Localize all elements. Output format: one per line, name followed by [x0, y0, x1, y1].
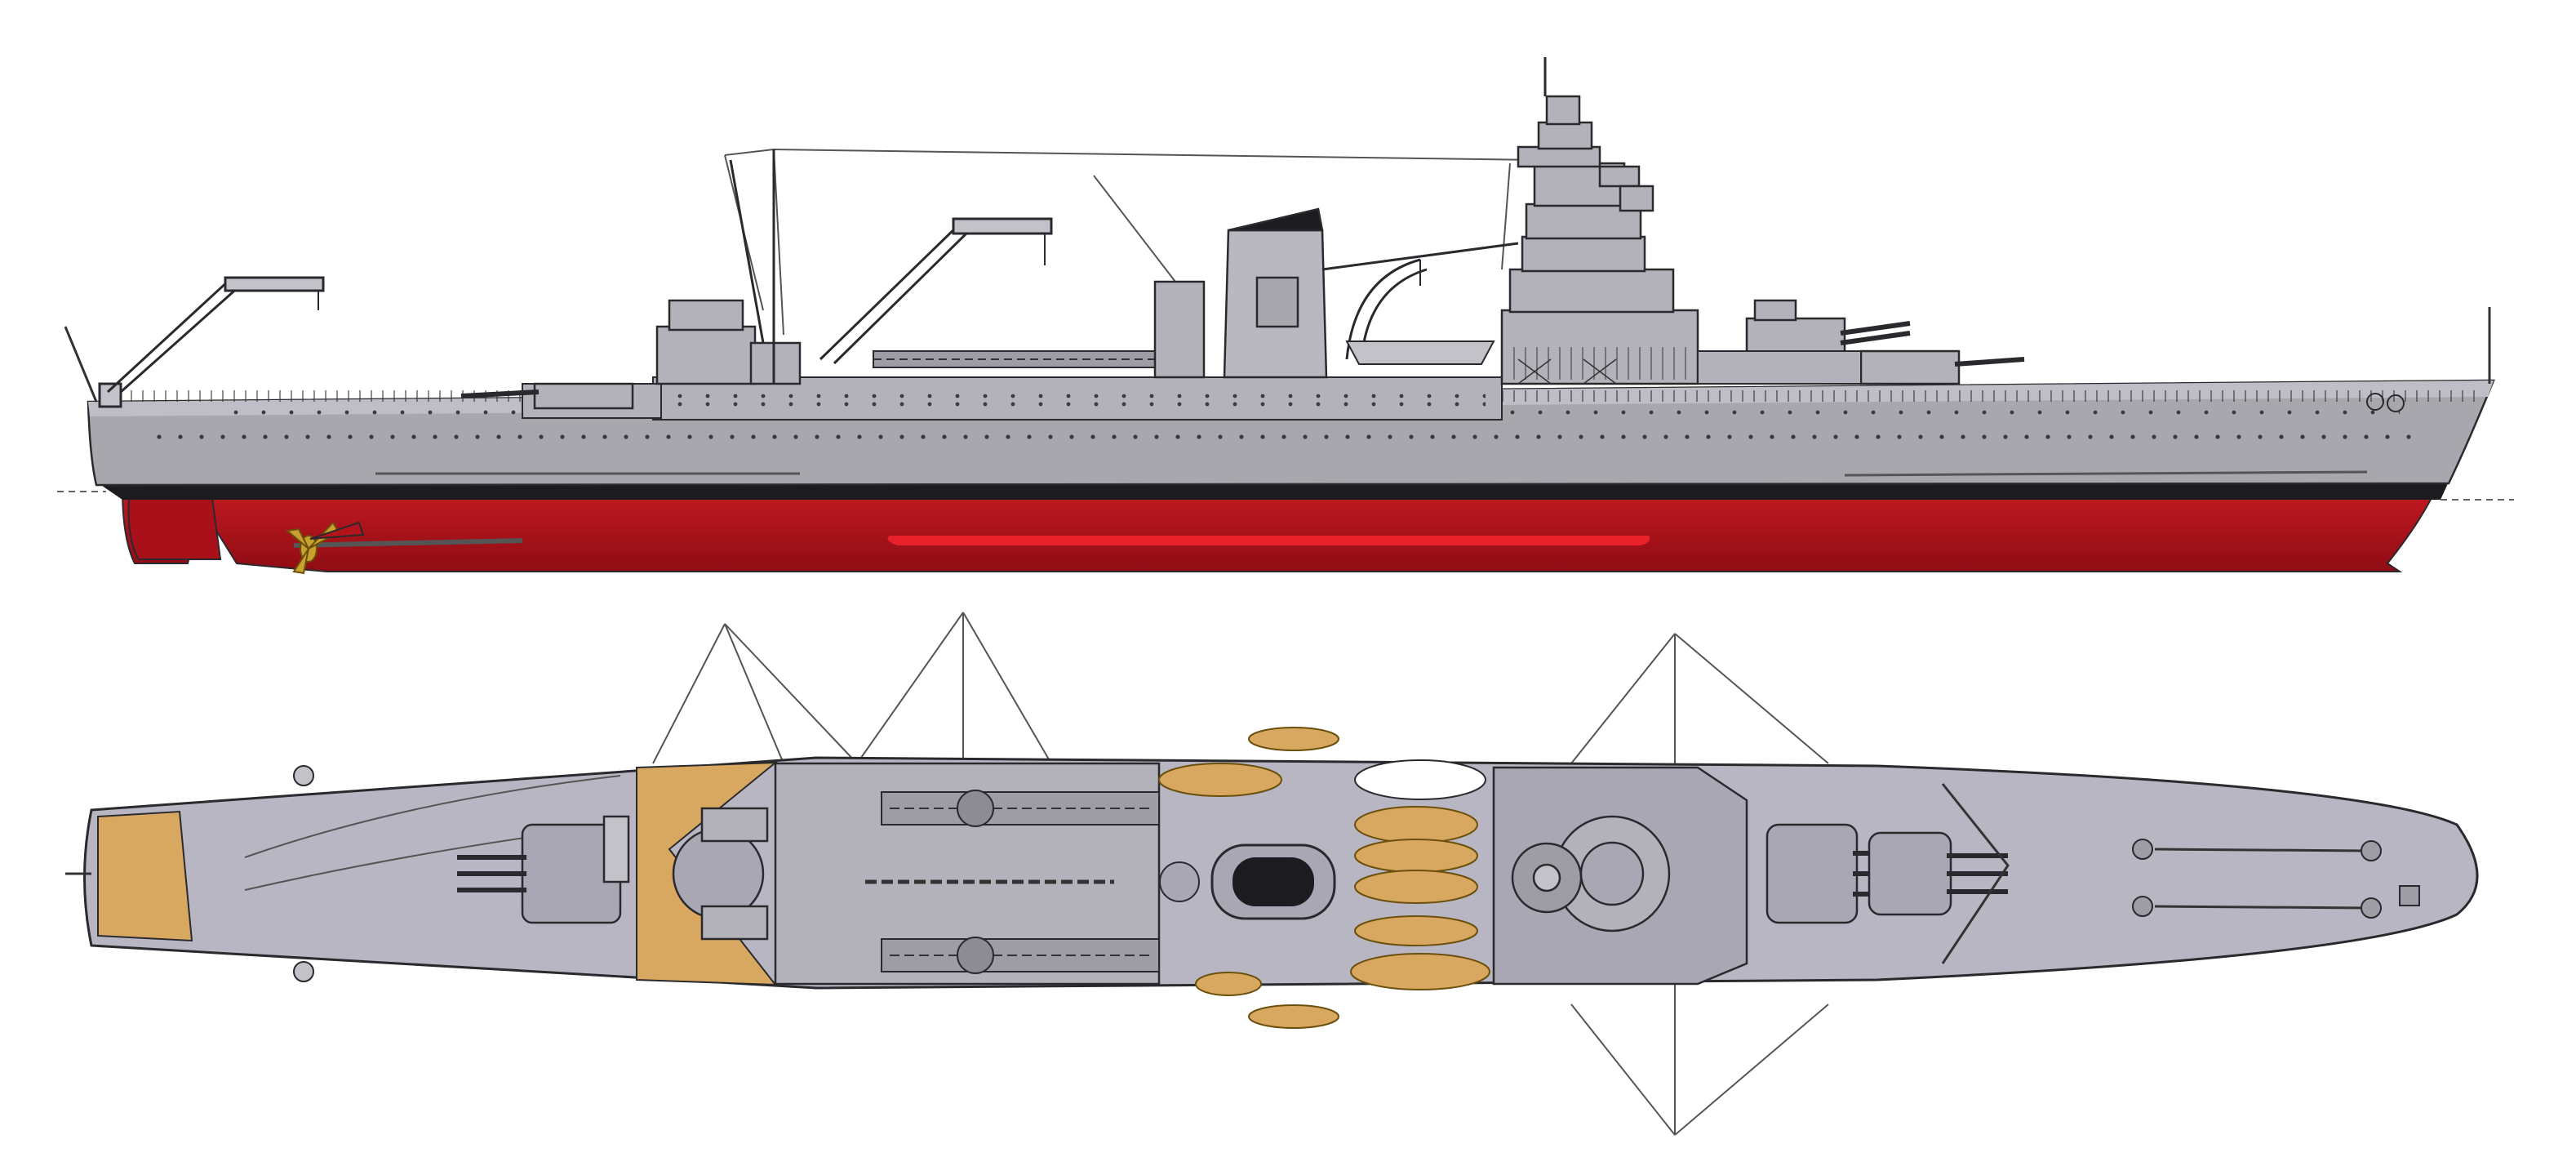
plan-boats — [1158, 727, 1490, 1029]
plan-catapult-lower — [881, 937, 1160, 974]
profile-view — [57, 57, 2514, 575]
anchor-icon — [2366, 393, 2405, 412]
plan-bridge-tower — [1492, 766, 1748, 986]
bridge-truss — [1517, 358, 1617, 385]
main-mast — [729, 149, 775, 384]
ensign-staff — [64, 326, 98, 403]
stern-bollard-bottom — [293, 961, 314, 982]
motor-launch — [1345, 340, 1495, 365]
aft-turret-group — [460, 299, 802, 410]
plan-aft-turret — [457, 815, 630, 924]
forward-turret-a — [1859, 349, 2025, 385]
lower-hull-red — [121, 487, 2438, 572]
boot-topping — [96, 482, 2449, 500]
plan-view — [65, 612, 2479, 1136]
plan-forward-turret-a — [1868, 831, 2008, 916]
tower-bridge — [1500, 57, 1699, 385]
funnel — [1153, 207, 1328, 379]
hull-strake — [1844, 470, 2368, 477]
stern-bollard-top — [293, 765, 314, 786]
rudder — [127, 497, 222, 560]
forecastle-break — [1941, 783, 2010, 964]
midship-crane — [819, 217, 1053, 365]
profile-rigging — [724, 149, 1542, 336]
propeller — [285, 521, 365, 575]
waterline-stripe — [887, 536, 1650, 545]
plan-funnel — [1159, 843, 1336, 920]
aft-crane — [98, 276, 325, 408]
quarterdeck-wood — [97, 810, 193, 942]
propeller-shaft — [293, 538, 523, 548]
portholes-row-1 — [147, 433, 2416, 441]
bow-fittings — [2132, 839, 2420, 919]
plan-catapult-upper — [881, 790, 1160, 827]
